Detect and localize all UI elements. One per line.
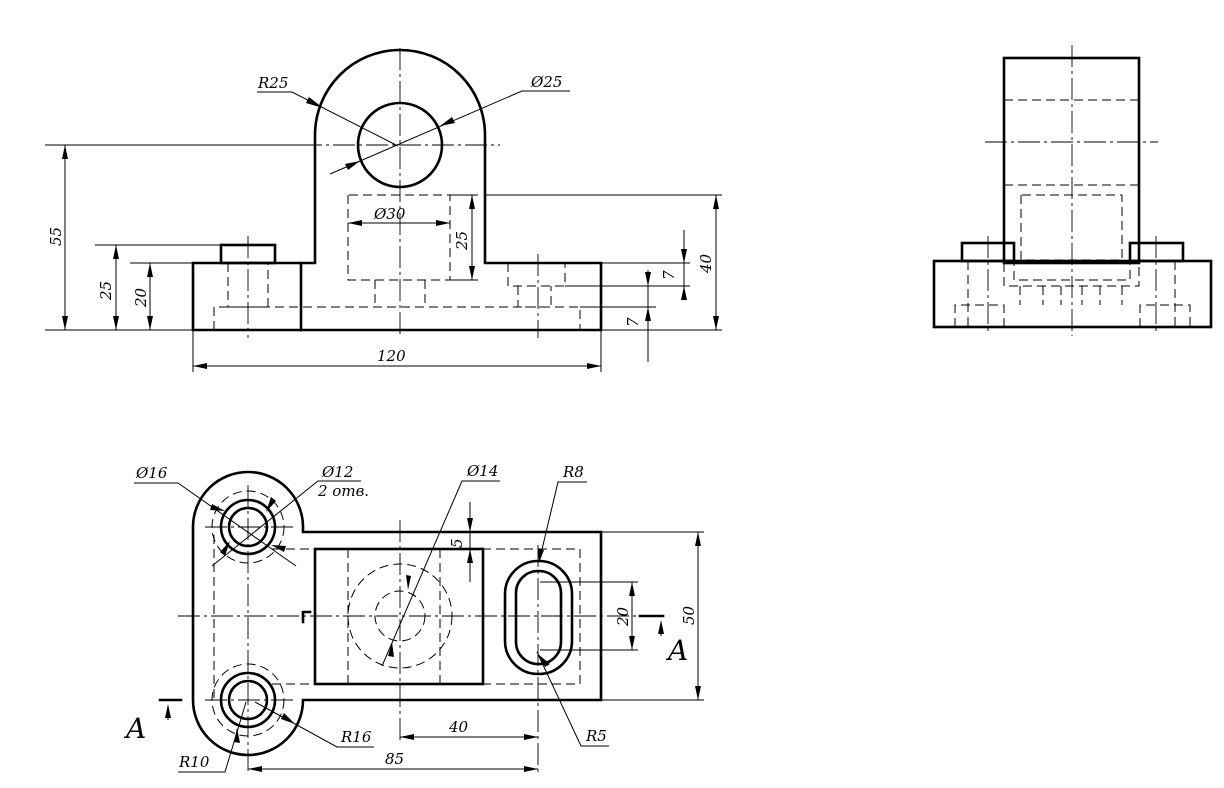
dim-r16-label: R16 bbox=[340, 728, 372, 746]
dim-25-boss-label: 25 bbox=[97, 281, 115, 301]
section-marks bbox=[158, 610, 665, 720]
top-view: A A Ø16 Ø12 2 отв. Ø14 R8 bbox=[123, 462, 704, 773]
dim-20-slot-label: 20 bbox=[614, 606, 632, 627]
front-outline bbox=[191, 48, 603, 332]
dim-holes-note: 2 отв. bbox=[317, 482, 369, 500]
top-outline bbox=[191, 470, 603, 757]
slot-inner bbox=[514, 569, 563, 666]
dim-20-label: 20 bbox=[132, 287, 150, 308]
side-boss-right bbox=[1128, 241, 1185, 263]
dim-7-lower-label: 7 bbox=[624, 317, 642, 327]
dim-25-bore-label: 25 bbox=[453, 231, 471, 251]
front-center-lines bbox=[247, 48, 539, 338]
dim-50-label: 50 bbox=[680, 605, 698, 625]
side-base bbox=[932, 259, 1213, 329]
front-dimensions: R25 Ø25 Ø30 55 25 bbox=[45, 73, 722, 372]
dim-85-label: 85 bbox=[385, 750, 404, 768]
dim-d12-label: Ø12 bbox=[321, 463, 353, 481]
top-hidden-lines bbox=[213, 535, 581, 700]
dim-r10-label: R10 bbox=[178, 753, 210, 771]
dim-120-label: 120 bbox=[377, 347, 406, 365]
front-view: R25 Ø25 Ø30 55 25 bbox=[45, 48, 722, 372]
side-upright bbox=[1002, 56, 1141, 265]
section-label-left: A bbox=[123, 712, 146, 745]
top-dimensions: Ø16 Ø12 2 отв. Ø14 R8 5 bbox=[134, 462, 704, 773]
side-view bbox=[932, 45, 1213, 336]
dim-d25-label: Ø25 bbox=[530, 73, 562, 91]
dim-40-top-label: 40 bbox=[448, 718, 469, 736]
side-center-lines bbox=[985, 45, 1158, 336]
dim-r5-label: R5 bbox=[585, 727, 607, 745]
dim-r8-label: R8 bbox=[562, 463, 584, 481]
dim-d30-label: Ø30 bbox=[373, 205, 406, 223]
dim-d16-label: Ø16 bbox=[135, 464, 168, 482]
dim-5-label: 5 bbox=[448, 538, 466, 548]
side-hidden-lines bbox=[954, 99, 1191, 327]
dim-55-label: 55 bbox=[47, 227, 65, 246]
top-center-block bbox=[313, 547, 485, 686]
dim-40-label: 40 bbox=[697, 253, 715, 274]
dim-r25-label: R25 bbox=[257, 74, 288, 92]
slot-outer bbox=[503, 559, 574, 676]
dim-d14-label: Ø14 bbox=[466, 462, 498, 480]
dim-7-upper-label: 7 bbox=[660, 270, 678, 280]
section-label-right: A bbox=[665, 634, 688, 667]
